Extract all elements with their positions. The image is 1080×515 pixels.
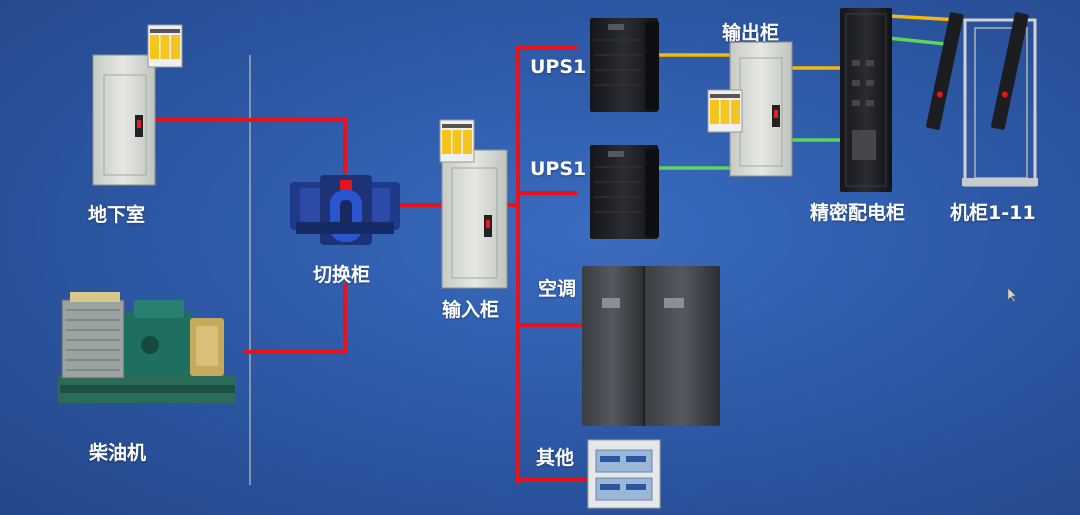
label-ups-top: UPS1 [530,56,587,78]
label-precision-pdu: 精密配电柜 [810,202,906,224]
label-other: 其他 [536,447,575,469]
switch-cabinet [290,175,400,245]
basement-cabinet [92,24,183,186]
line-basement-to-switch [153,118,347,174]
label-ups-bottom: UPS1 [530,158,587,180]
server-racks [926,12,1038,187]
ups-bottom-unit [590,145,659,239]
precision-pdu-cabinet [840,8,892,192]
label-output-cabinet: 输出柜 [722,22,780,44]
other-control-panel [587,439,661,509]
air-conditioning-units [582,266,720,426]
input-cabinet [439,119,508,289]
label-diesel: 柴油机 [89,442,147,464]
ups-output-lines [658,14,961,170]
surge-protector [147,24,183,68]
surge-protector [707,89,743,133]
surge-protector [439,119,475,163]
label-basement: 地下室 [88,204,146,226]
red-power-lines [153,46,592,484]
label-air-conditioning: 空调 [538,278,577,300]
label-racks: 机柜1-11 [950,202,1036,224]
output-cabinet [707,41,793,177]
label-input-cabinet: 输入柜 [442,299,500,321]
line-diesel-to-switch [243,284,347,354]
line-pdu-to-rack-yellow [887,14,961,22]
cursor-icon [1007,287,1017,303]
diesel-generator [58,292,236,403]
label-switch-cabinet: 切换柜 [313,264,371,286]
ups-top-unit [590,18,659,112]
